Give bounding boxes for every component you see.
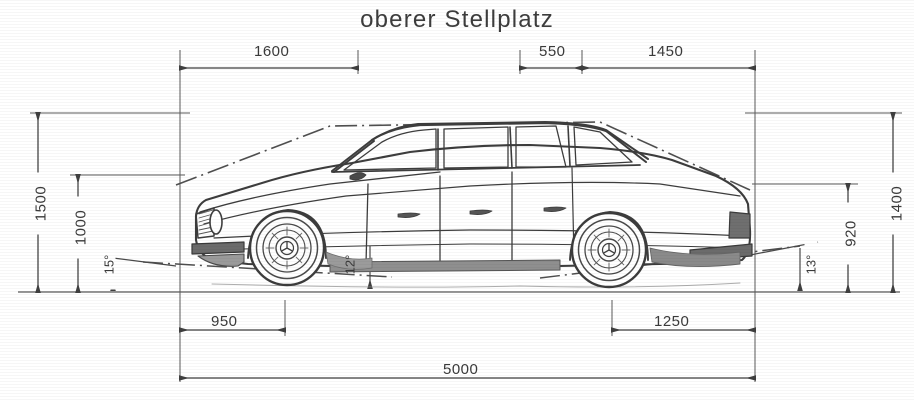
dim-label-1600: 1600 <box>251 44 293 59</box>
dim-label-1450: 1450 <box>645 44 687 59</box>
extension-lines <box>18 50 902 382</box>
car-side-view <box>191 121 753 289</box>
dim-label-1500: 1500 <box>33 172 50 235</box>
dim-label-5000: 5000 <box>440 362 482 377</box>
dim-label-1000: 1000 <box>73 196 90 259</box>
dim-label-920: 920 <box>843 202 860 265</box>
dim-label-550: 550 <box>536 44 569 59</box>
dim-label-1250: 1250 <box>651 314 693 329</box>
dimension-lines <box>35 65 896 381</box>
lot-boundary-upper <box>175 121 751 191</box>
dim-label-950: 950 <box>208 314 241 329</box>
angle-label-12: 12° <box>342 254 358 275</box>
angle-label-15: 15° <box>102 239 117 290</box>
dim-label-1400: 1400 <box>889 172 906 235</box>
page-title: oberer Stellplatz <box>360 6 554 33</box>
angle-label-13: 13° <box>804 239 819 290</box>
